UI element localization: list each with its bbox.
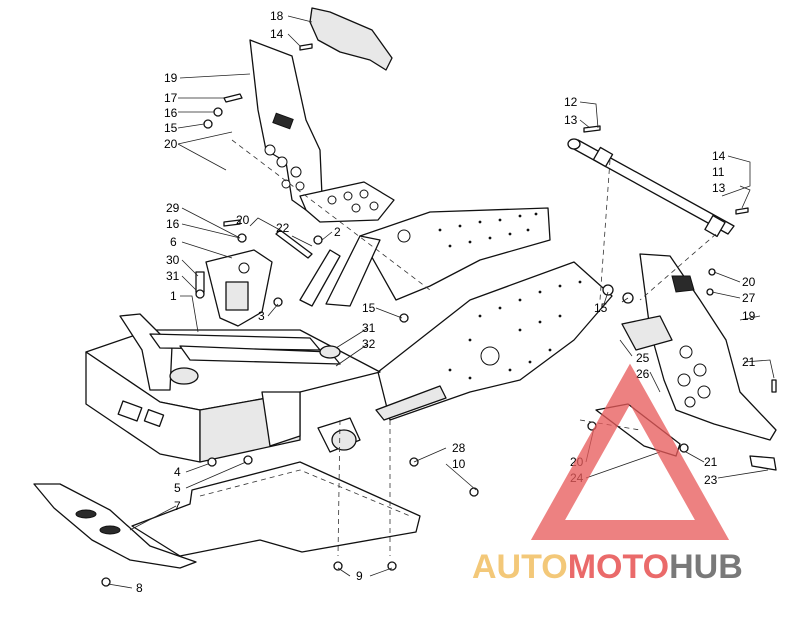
watermark-logo: AUTOMOTOHUB: [472, 363, 743, 586]
callout-10: 10: [452, 457, 466, 471]
callout-16-top: 16: [164, 106, 178, 120]
callout-31-mid: 31: [362, 321, 376, 335]
callout-29: 29: [166, 201, 180, 215]
front-bulkhead: [85, 313, 381, 463]
callout-22: 22: [276, 221, 290, 235]
callout-15-left: 15: [164, 121, 178, 135]
callout-1: 1: [170, 289, 177, 303]
part-6-bracket: [205, 249, 273, 327]
part-19-side-plate: [639, 253, 777, 441]
callout-21-bottom: 21: [704, 455, 718, 469]
leader-lines: [107, 15, 775, 589]
callout-11: 11: [712, 165, 725, 179]
svg-text:AUTOMOTOHUB: AUTOMOTOHUB: [472, 548, 743, 586]
callout-27: 27: [742, 291, 756, 305]
callout-31-left: 31: [166, 269, 180, 283]
watermark-text-auto: AUTO: [472, 548, 568, 586]
frame-upper-strut: [325, 235, 381, 307]
callout-17: 17: [164, 91, 178, 105]
callout-9: 9: [356, 569, 363, 583]
watermark-text-hub: HUB: [669, 548, 743, 586]
callout-14-top: 14: [270, 27, 284, 41]
callout-20-right: 20: [742, 275, 756, 289]
watermark-text-moto: MOTO: [568, 548, 669, 586]
callout-13-top: 13: [564, 113, 578, 127]
tunnel-right-side: [377, 261, 613, 421]
tunnel-reinforcement-plate: [375, 385, 447, 421]
callout-19-right: 19: [742, 309, 756, 323]
callout-32: 32: [362, 337, 376, 351]
callout-28: 28: [452, 441, 466, 455]
right-side-panel: [621, 253, 777, 441]
column-base-plate: [299, 181, 395, 223]
steering-shaft: [567, 138, 735, 238]
callout-15-mid: 15: [362, 301, 376, 315]
callout-16-mid: 16: [166, 217, 180, 231]
part-23-plate: [749, 455, 777, 471]
callout-20-mid: 20: [236, 213, 250, 227]
callout-21-right: 21: [742, 355, 756, 369]
callout-3: 3: [258, 309, 265, 323]
part-18-cover: [309, 7, 393, 71]
callout-18: 18: [270, 9, 284, 23]
callout-2: 2: [334, 225, 341, 239]
callout-25: 25: [636, 351, 650, 365]
callout-30: 30: [166, 253, 180, 267]
callout-13-right: 13: [712, 181, 726, 195]
callout-7: 7: [174, 499, 181, 513]
callout-19-left: 19: [164, 71, 178, 85]
part-25-26-mesh: [621, 315, 673, 351]
callout-8: 8: [136, 581, 143, 595]
frame-rail-center: [179, 345, 341, 365]
steering-post-bracket: [119, 313, 173, 391]
watermark-triangle: [530, 363, 730, 540]
frame-brace: [299, 249, 341, 307]
callout-6: 6: [170, 235, 177, 249]
callout-15-right: 15: [594, 301, 608, 315]
callout-23: 23: [704, 473, 718, 487]
callout-5: 5: [174, 481, 181, 495]
part-7-belly-pan: [131, 461, 421, 557]
front-steering-support: [249, 7, 395, 223]
callout-12: 12: [564, 95, 578, 109]
callout-14-right: 14: [712, 149, 726, 163]
part-8-skid-plate: [33, 483, 197, 569]
callout-4: 4: [174, 465, 181, 479]
tunnel-side-panel: [299, 207, 613, 421]
callout-26: 26: [636, 367, 650, 381]
bulkhead-side-bracket: [261, 391, 301, 447]
callout-20-left: 20: [164, 137, 178, 151]
